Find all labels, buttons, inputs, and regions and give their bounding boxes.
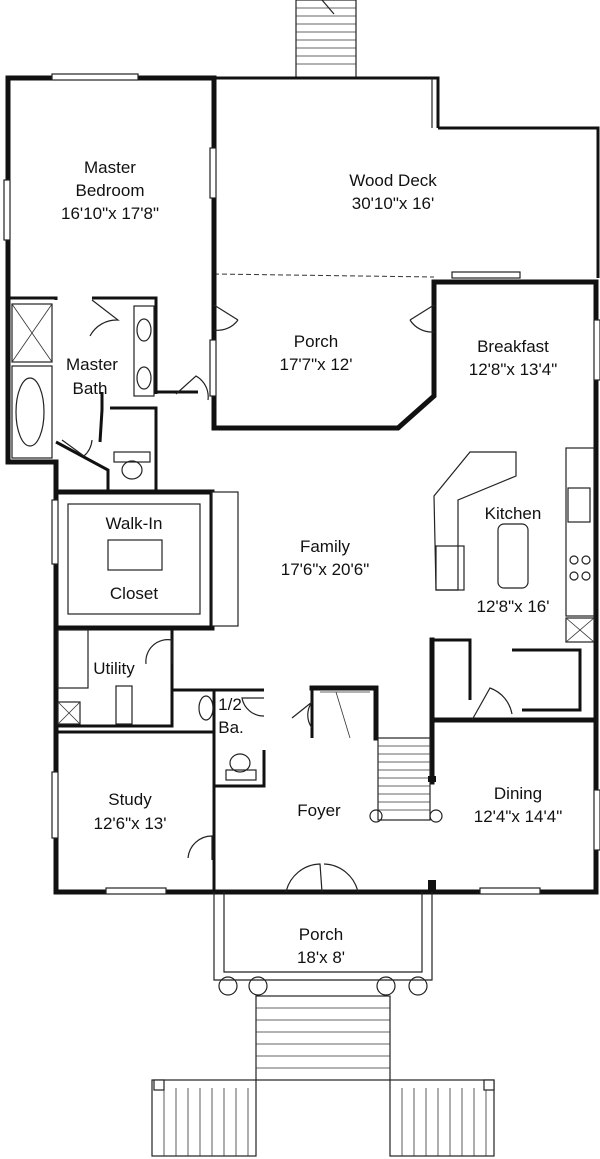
- foyer-label: Foyer: [297, 801, 341, 820]
- breakfast-dims: 12'8"x 13'4": [469, 360, 558, 379]
- closet-shelving: [67, 503, 201, 615]
- front-porch: [151, 880, 495, 1157]
- family-dims: 17'6"x 20'6": [281, 560, 370, 579]
- study-dims: 12'6"x 13': [93, 814, 166, 833]
- rear-stairs: [295, 0, 357, 79]
- closet-label: Closet: [110, 584, 158, 603]
- utility-fixtures: [57, 629, 133, 725]
- kitchen-dims: 12'8"x 16': [476, 597, 549, 616]
- bath-fixtures: [11, 303, 257, 781]
- rear-porch-dims: 17'7"x 12': [279, 355, 352, 374]
- exterior-walls: [5, 75, 599, 895]
- master-bath-label-2: Bath: [73, 379, 108, 398]
- utility-label: Utility: [93, 659, 135, 678]
- walk-in-label: Walk-In: [106, 514, 163, 533]
- doors: [61, 299, 513, 893]
- master-bath-label-1: Master: [66, 355, 118, 374]
- dining-label: Dining: [494, 784, 542, 803]
- wood-deck-label: Wood Deck: [349, 171, 437, 190]
- rear-porch-label: Porch: [294, 332, 338, 351]
- front-porch-label: Porch: [299, 925, 343, 944]
- master-bedroom-label-2: Bedroom: [76, 181, 145, 200]
- front-porch-dims: 18'x 8': [297, 948, 345, 967]
- dining-dims: 12'4"x 14'4": [474, 807, 563, 826]
- family-label: Family: [300, 537, 351, 556]
- wood-deck-dims: 30'10"x 16': [352, 194, 434, 213]
- kitchen-counters: [433, 447, 595, 643]
- windows: [3, 73, 600, 895]
- half-bath-label-1: 1/2: [218, 695, 242, 714]
- breakfast-label: Breakfast: [477, 337, 549, 356]
- room-labels: Master Bedroom 16'10"x 17'8" Wood Deck 3…: [61, 158, 562, 967]
- master-bedroom-label-1: Master: [84, 158, 136, 177]
- study-label: Study: [108, 790, 152, 809]
- kitchen-label: Kitchen: [485, 504, 542, 523]
- main-stair: [320, 691, 443, 823]
- master-bedroom-dims: 16'10"x 17'8": [61, 204, 159, 223]
- interior-walls: [8, 81, 599, 892]
- half-bath-label-2: Ba.: [218, 718, 244, 737]
